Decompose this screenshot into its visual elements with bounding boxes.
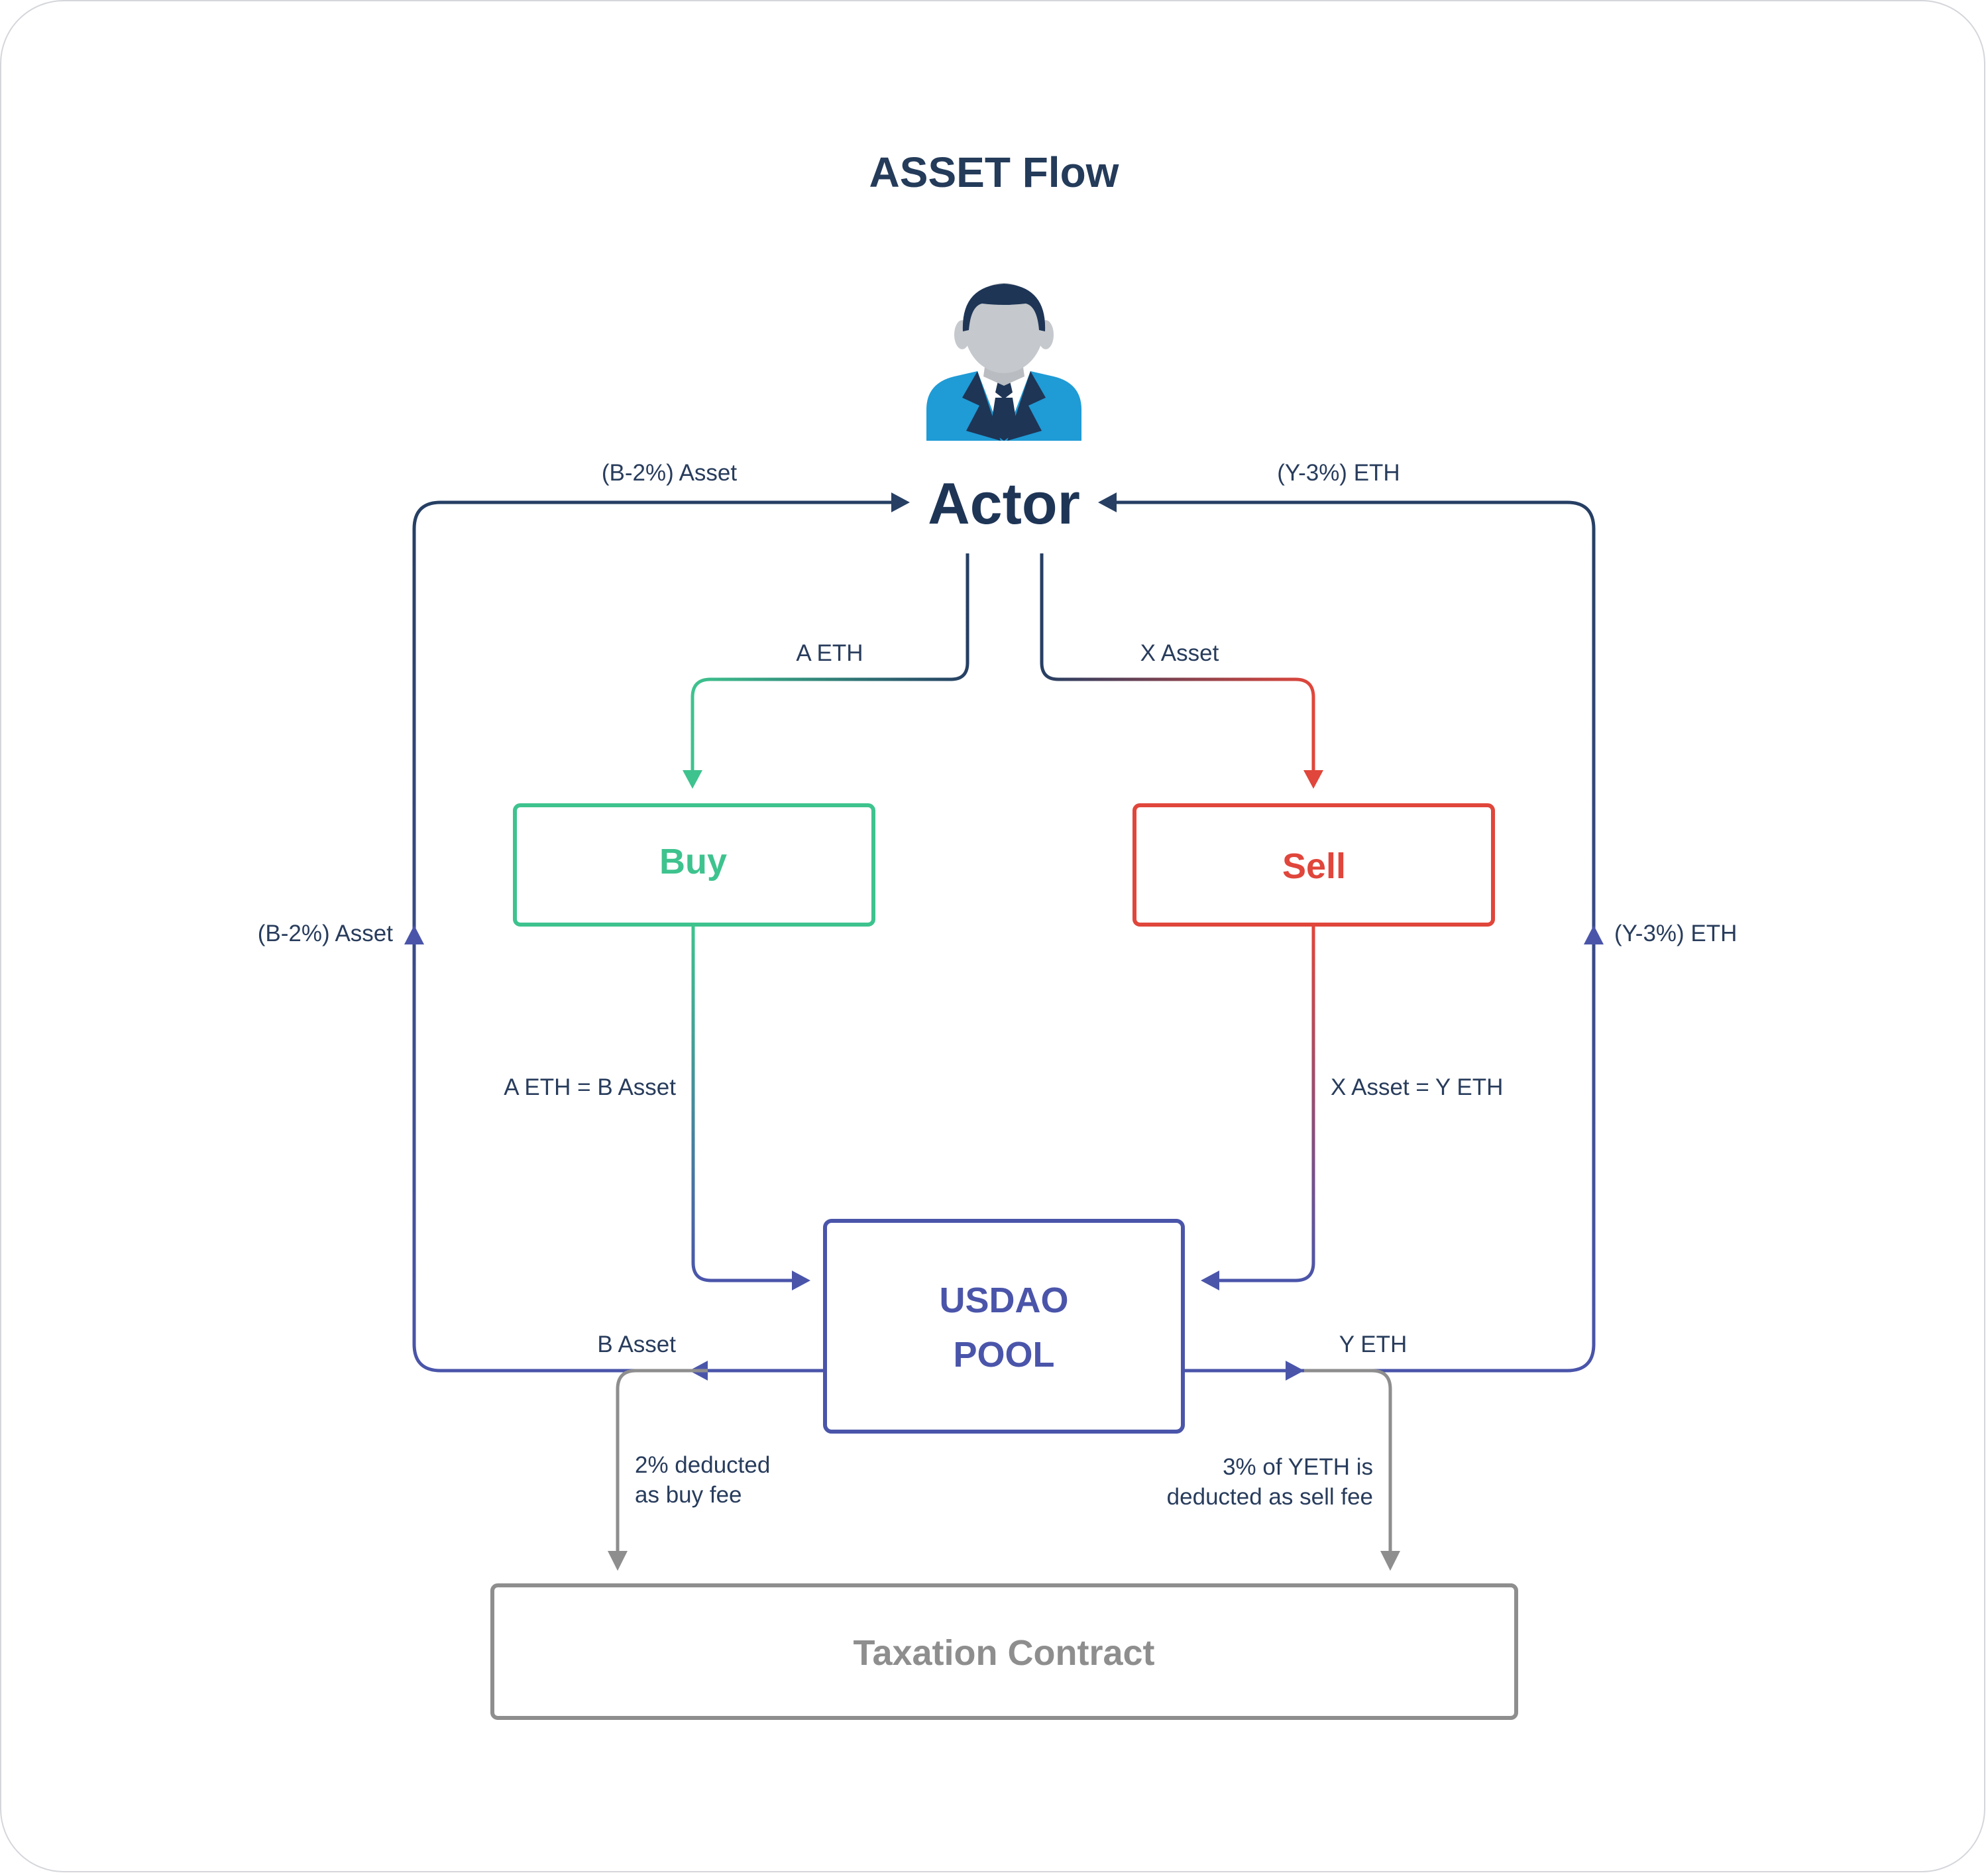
actor-to-buy-connector <box>690 553 969 772</box>
sell-box <box>1132 803 1495 927</box>
sell-fee-label-line1: 3% of YETH is <box>1223 1454 1373 1480</box>
actor-to-buy-label: A ETH <box>796 640 863 666</box>
buy-arrowhead <box>683 770 702 789</box>
diagram-title: ASSET Flow <box>869 148 1119 196</box>
left-return-connector <box>412 500 895 1373</box>
actor-to-sell-label: X Asset <box>1140 640 1219 666</box>
actor-label: Actor <box>928 471 1080 536</box>
buy-to-pool-connector <box>691 927 795 1282</box>
pool-label-line2: POOL <box>953 1335 1054 1375</box>
sell-arrowhead <box>1303 770 1323 789</box>
buy-fee-arrowhead <box>608 1551 628 1571</box>
pool-out-right-label: Y ETH <box>1339 1332 1407 1357</box>
sell-to-pool-label: X Asset = Y ETH <box>1331 1074 1503 1100</box>
pool-out-right-arrowhead <box>1286 1361 1304 1381</box>
sell-fee-label-line2: deducted as sell fee <box>1167 1484 1373 1510</box>
buy-to-pool-label: A ETH = B Asset <box>504 1074 676 1100</box>
buy-box <box>513 803 875 927</box>
pool-right-arrowhead <box>1201 1271 1219 1290</box>
sell-label: Sell <box>1282 846 1346 886</box>
left-return-side-label: (B-2%) Asset <box>258 921 393 946</box>
pool-left-arrowhead <box>792 1271 810 1290</box>
person-in-suit-icon <box>926 283 1081 441</box>
right-return-side-label: (Y-3%) ETH <box>1614 921 1737 946</box>
sell-fee-arrowhead <box>1380 1551 1400 1571</box>
actor-left-arrowhead <box>891 492 910 512</box>
left-return-top-label: (B-2%) Asset <box>602 460 737 486</box>
sell-to-pool-connector <box>1216 927 1315 1282</box>
sell-fee-connector <box>1304 1369 1392 1554</box>
right-return-up-arrowhead <box>1584 925 1604 944</box>
taxation-contract-box <box>490 1583 1518 1720</box>
buy-label: Buy <box>659 842 727 881</box>
actor-right-arrowhead <box>1098 492 1117 512</box>
right-return-connector <box>1113 500 1596 1373</box>
taxation-contract-label: Taxation Contract <box>853 1633 1154 1673</box>
usdao-pool-box <box>823 1219 1185 1434</box>
buy-fee-label-line1: 2% deducted <box>635 1452 770 1478</box>
actor-to-sell-connector <box>1040 553 1315 772</box>
pool-label-line1: USDAO <box>939 1280 1068 1320</box>
left-return-up-arrowhead <box>404 925 424 944</box>
right-return-top-label: (Y-3%) ETH <box>1277 460 1400 486</box>
pool-out-left-label: B Asset <box>597 1332 676 1357</box>
buy-fee-connector <box>616 1369 708 1554</box>
buy-fee-label-line2: as buy fee <box>635 1482 742 1508</box>
